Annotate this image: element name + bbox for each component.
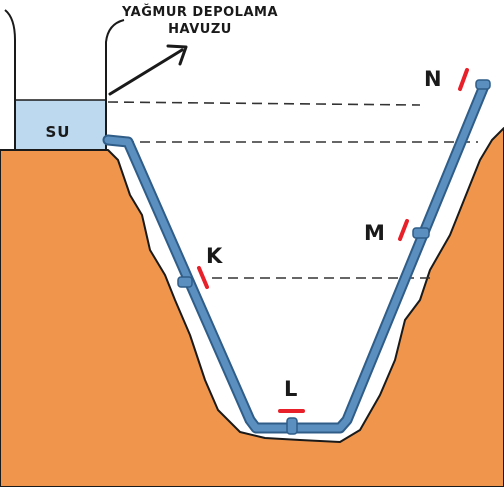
tank-label: SU	[46, 123, 71, 141]
pipe-body	[104, 82, 488, 432]
valve-m	[398, 219, 409, 241]
tap-k	[177, 276, 193, 288]
label-k: K	[206, 244, 223, 268]
caption-line-1: YAĞMUR DEPOLAMA	[121, 4, 278, 20]
tank-water	[16, 100, 105, 150]
caption-line-2: HAVUZU	[168, 22, 232, 37]
caption-arrow-head	[166, 44, 188, 66]
valve-k	[197, 266, 209, 289]
valve-n	[458, 68, 469, 91]
label-n: N	[424, 67, 442, 91]
tank-right-wall	[105, 19, 125, 150]
tap-m	[412, 227, 430, 239]
level-line-water	[107, 101, 421, 106]
tap-l	[286, 417, 298, 435]
pipe-end-cap	[475, 79, 491, 90]
tank-left-wall	[4, 9, 16, 150]
ground-terrain	[0, 127, 504, 487]
label-m: M	[364, 221, 385, 245]
caption-arrow	[108, 48, 184, 96]
label-l: L	[284, 377, 297, 401]
